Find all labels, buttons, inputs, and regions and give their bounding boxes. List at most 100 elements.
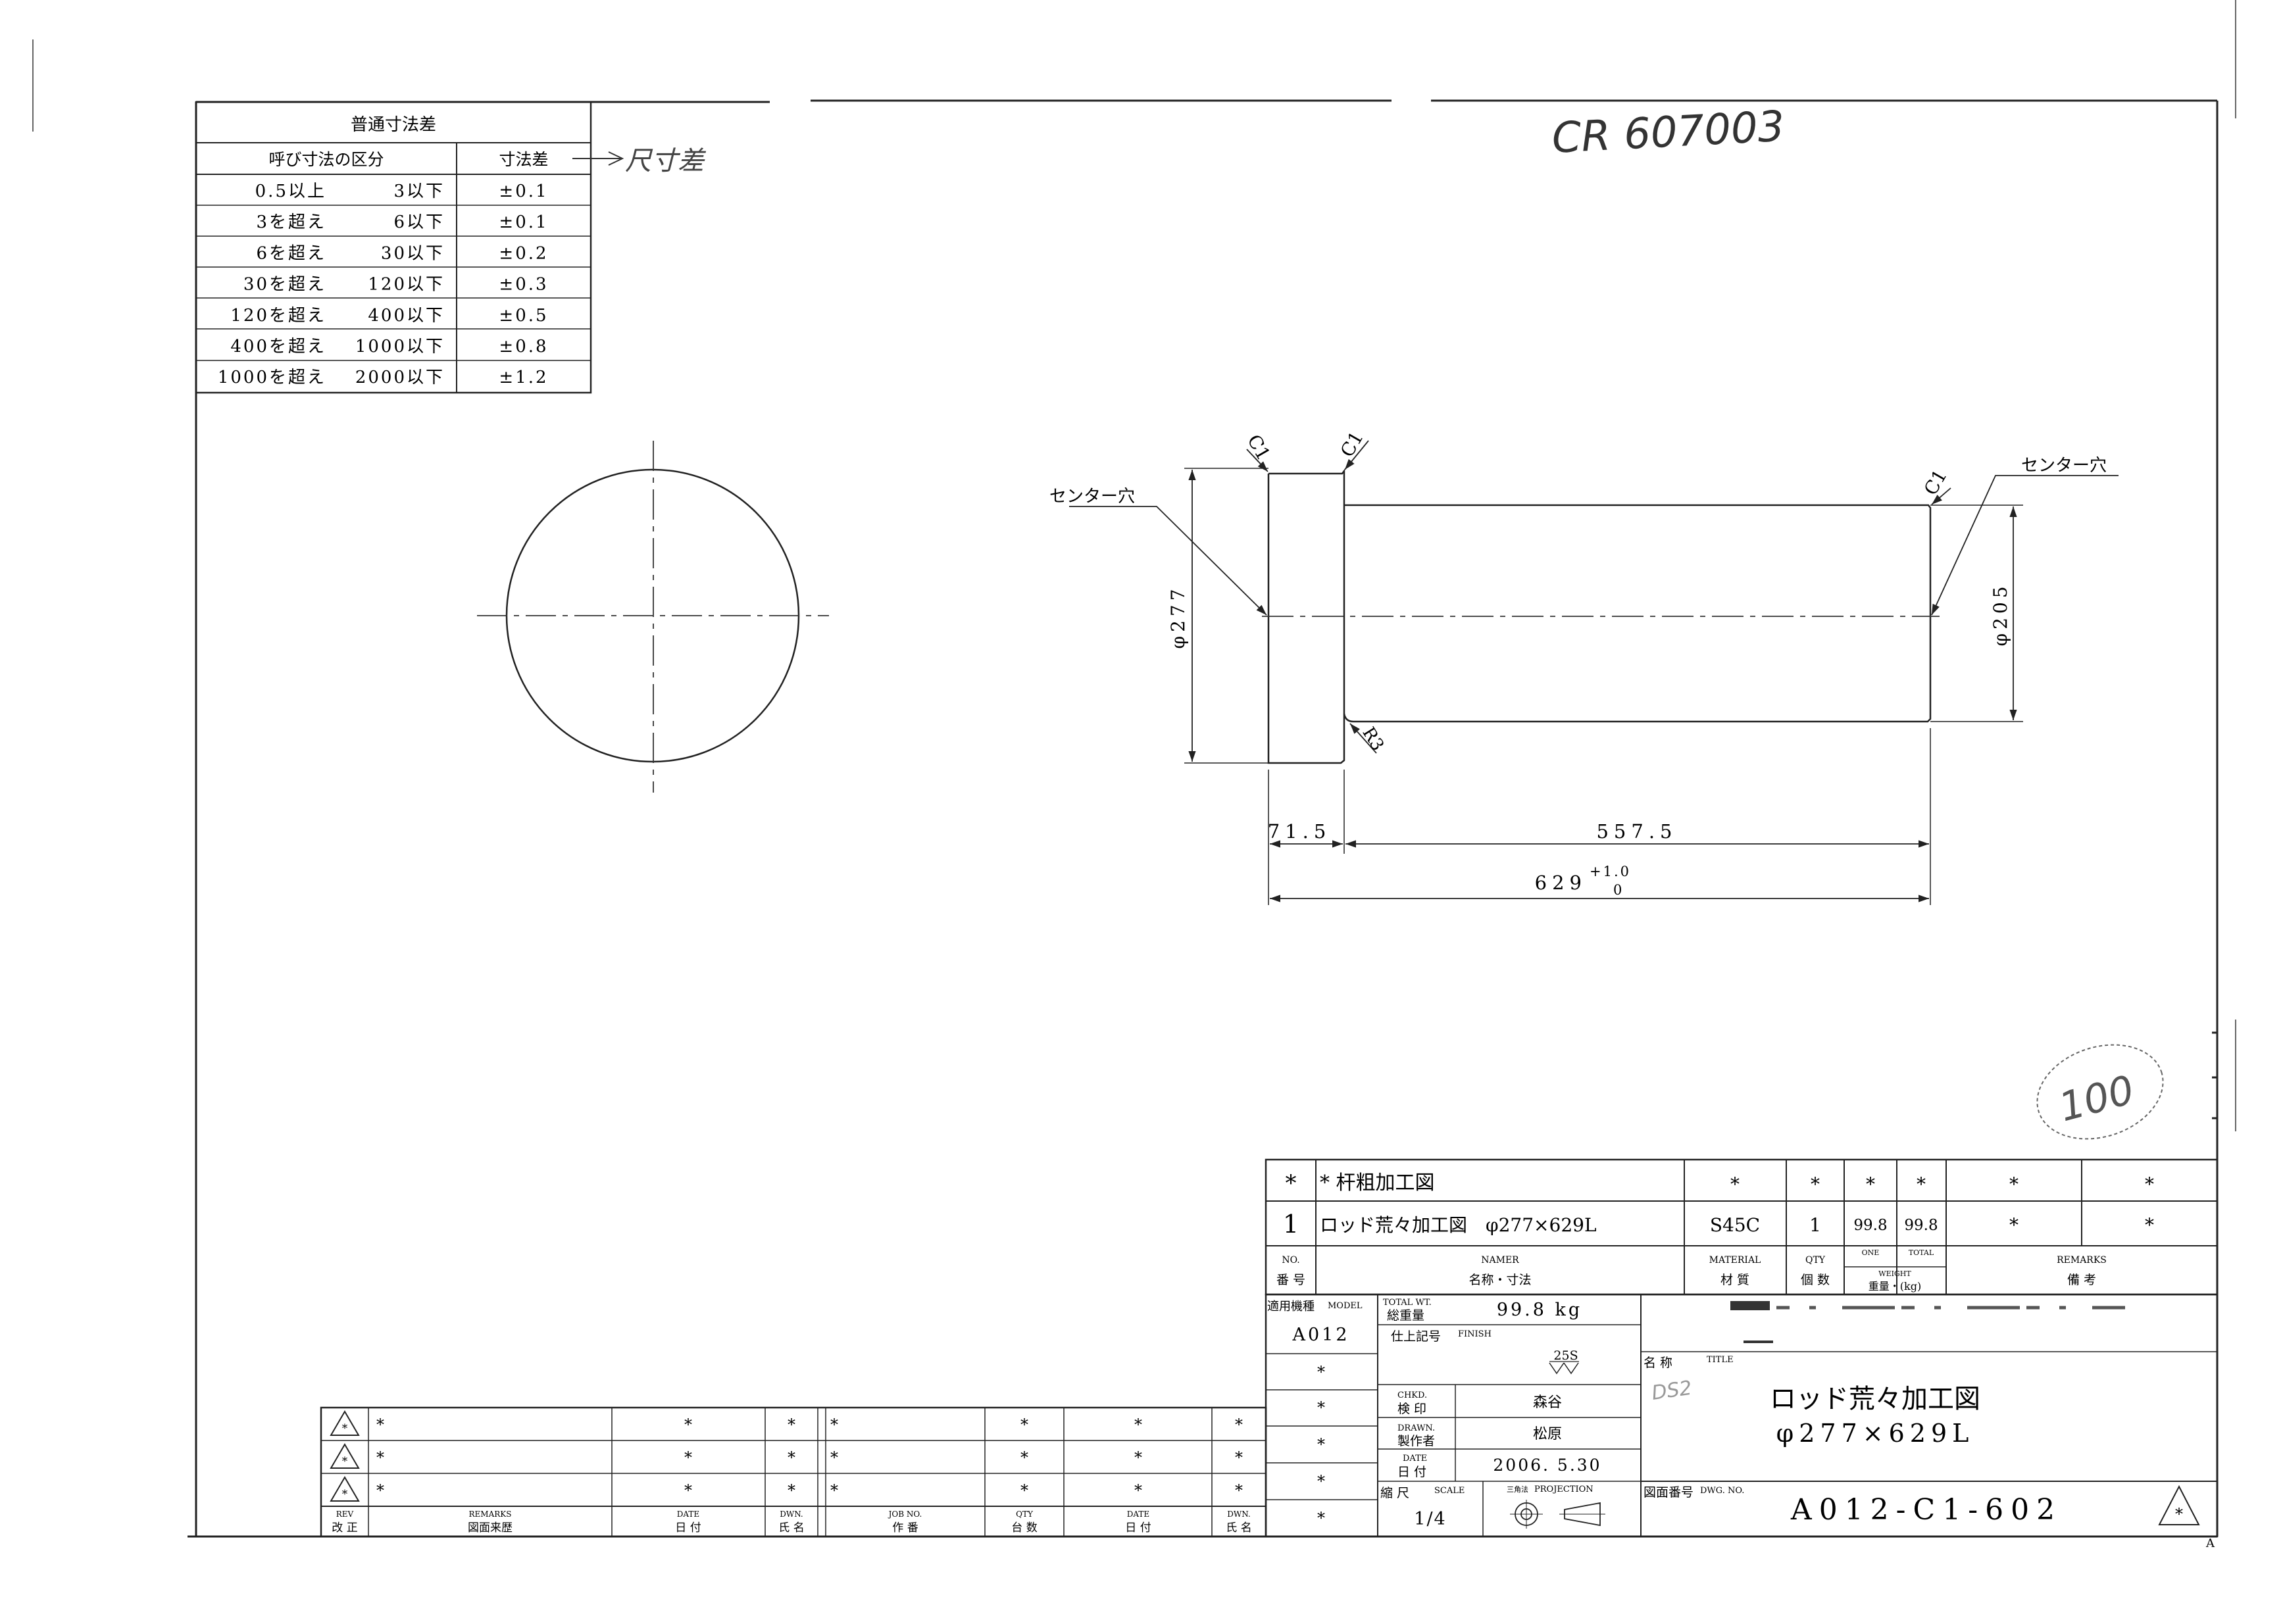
scale-en: SCALE bbox=[1434, 1486, 1465, 1496]
qty-header-en: QTY bbox=[1016, 1510, 1034, 1519]
total-wt-jp: 総重量 bbox=[1387, 1308, 1424, 1323]
label-tol-minus: 0 bbox=[1613, 882, 1622, 898]
revision-triangle-icon bbox=[330, 1410, 360, 1436]
label-c1-b: C1 bbox=[1336, 428, 1368, 460]
date2-header-jp: 日 付 bbox=[1125, 1521, 1151, 1535]
parts-row1-wt-one: * bbox=[1866, 1173, 1875, 1195]
handwritten-circle-value: 100 bbox=[2054, 1067, 2139, 1131]
company-logo bbox=[1730, 1301, 1770, 1310]
tolerance-row-tol: ±0.2 bbox=[499, 243, 548, 263]
model-cell-star-2: * bbox=[1317, 1398, 1325, 1417]
parts-row2-no: 1 bbox=[1283, 1210, 1299, 1239]
dwg-no-en: DWG. NO. bbox=[1700, 1486, 1744, 1496]
parts-row2-wt-one: 99.8 bbox=[1853, 1217, 1887, 1234]
scale-jp: 縮 尺 bbox=[1380, 1486, 1409, 1500]
revision-triangles: *** bbox=[330, 1410, 360, 1502]
model-cell-star-1: * bbox=[1317, 1363, 1325, 1381]
label-len-557-5: 557.5 bbox=[1596, 820, 1677, 843]
hdr-one: ONE bbox=[1862, 1248, 1880, 1257]
parts-row2-rem2: * bbox=[2145, 1214, 2154, 1236]
parts-row1-name: * 杆粗加工図 bbox=[1320, 1171, 1435, 1194]
revision-cell-date: * bbox=[684, 1448, 692, 1467]
model-value: A012 bbox=[1292, 1325, 1349, 1345]
proj-jp: 三角法 bbox=[1507, 1485, 1528, 1494]
parts-row2-rem1: * bbox=[2009, 1214, 2019, 1236]
job-header-en: JOB NO. bbox=[888, 1510, 922, 1519]
revision-block: *** ********************* REV 改 正 REMARK… bbox=[320, 1406, 1267, 1538]
remarks-header-en: REMARKS bbox=[469, 1510, 512, 1519]
revision-triangle-star: * bbox=[2175, 1505, 2183, 1523]
job-header-jp: 作 番 bbox=[892, 1521, 918, 1535]
revision-cell-date2: * bbox=[1134, 1448, 1142, 1467]
rev-header-jp: 改 正 bbox=[332, 1521, 357, 1535]
label-c1-c: C1 bbox=[1920, 466, 1951, 499]
leader-c1-a bbox=[1246, 449, 1268, 472]
label-len-629: 629 bbox=[1535, 872, 1587, 894]
hdr-name-jp: 名称・寸法 bbox=[1468, 1273, 1531, 1287]
corner-mark: A bbox=[2205, 1537, 2215, 1550]
label-r3: R3 bbox=[1358, 724, 1388, 754]
tolerance-row-from: 400を超え bbox=[230, 337, 326, 357]
revision-cell-date: * bbox=[684, 1481, 692, 1500]
tolerance-row-to: 400以下 bbox=[368, 306, 445, 326]
total-wt-value: 99.8 kg bbox=[1497, 1300, 1582, 1320]
side-view bbox=[1069, 440, 2119, 905]
revision-triangle-icon bbox=[2158, 1485, 2200, 1525]
hdr-no-en: NO. bbox=[1282, 1255, 1299, 1266]
tolerance-table-title: 普通寸法差 bbox=[351, 115, 436, 135]
revision-cell-dwn2: * bbox=[1235, 1448, 1243, 1467]
qty-header-jp: 台 数 bbox=[1011, 1521, 1037, 1535]
date-en: DATE bbox=[1403, 1454, 1427, 1464]
parts-list: * * 杆粗加工図 * * * * * * 1 ロッド荒々加工図 φ277×62… bbox=[1265, 1158, 2219, 1296]
model-cell-star-5: * bbox=[1317, 1509, 1325, 1527]
rev-header-en: REV bbox=[336, 1510, 354, 1519]
hdr-mat-jp: 材 質 bbox=[1720, 1273, 1749, 1287]
label-c1-a: C1 bbox=[1243, 431, 1274, 464]
drawn-jp: 製作者 bbox=[1397, 1434, 1435, 1448]
revision-cell-dwn: * bbox=[788, 1415, 795, 1434]
label-len-71-5: 71.5 bbox=[1268, 820, 1332, 843]
revision-cell-qty: * bbox=[1020, 1415, 1028, 1434]
drawing-title-line2: φ277×629L bbox=[1776, 1419, 1974, 1448]
title-block: 適用機種 MODEL A012 * * * * * TOTAL WT. 総重量 … bbox=[1265, 1293, 2219, 1538]
tolerance-row-from: 0.5以上 bbox=[255, 182, 326, 201]
leader-center-hole-left bbox=[1069, 506, 1267, 616]
leader-center-hole-right bbox=[1931, 475, 2119, 616]
parts-row1-qty: * bbox=[1811, 1173, 1820, 1195]
third-angle-projection-icon bbox=[1510, 1500, 1605, 1529]
handwritten-circle bbox=[2036, 1044, 2164, 1140]
finish-triangle-icon bbox=[1549, 1362, 1579, 1375]
date-jp: 日 付 bbox=[1397, 1465, 1426, 1479]
tolerance-row-tol: ±0.5 bbox=[499, 306, 548, 326]
tolerance-row-tol: ±1.2 bbox=[499, 368, 548, 387]
date-value: 2006. 5.30 bbox=[1493, 1456, 1601, 1475]
parts-row1-rem1: * bbox=[2009, 1173, 2019, 1195]
tolerance-row-to: 1000以下 bbox=[355, 337, 445, 357]
drawing-number: A012-C1-602 bbox=[1790, 1493, 2062, 1527]
tolerance-row-to: 3以下 bbox=[393, 182, 445, 201]
parts-row2-qty: 1 bbox=[1809, 1214, 1821, 1236]
tolerance-header-range: 呼び寸法の区分 bbox=[268, 150, 384, 169]
finish-jp: 仕上記号 bbox=[1391, 1329, 1441, 1344]
hdr-no-jp: 番 号 bbox=[1276, 1273, 1305, 1287]
tolerance-row-tol: ±0.3 bbox=[499, 275, 548, 295]
finish-en: FINISH bbox=[1458, 1329, 1492, 1339]
revision-cell-qty: * bbox=[1020, 1448, 1028, 1467]
tolerance-row-from: 30を超え bbox=[243, 275, 326, 295]
revision-cell-dwn: * bbox=[788, 1481, 795, 1500]
chkd-en: CHKD. bbox=[1397, 1390, 1427, 1400]
hdr-qty-en: QTY bbox=[1805, 1255, 1826, 1266]
tolerance-row-to: 2000以下 bbox=[355, 368, 445, 387]
date-header-jp: 日 付 bbox=[675, 1521, 701, 1535]
label-tol-plus: +1.0 bbox=[1590, 864, 1631, 879]
label-dia-277: φ277 bbox=[1167, 585, 1189, 649]
label-center-hole-left: センター穴 bbox=[1049, 487, 1135, 506]
scale-value: 1/4 bbox=[1414, 1509, 1446, 1529]
dwn-header-jp: 氏 名 bbox=[778, 1521, 804, 1535]
hdr-total: TOTAL bbox=[1909, 1248, 1934, 1257]
parts-row1-no: * bbox=[1286, 1170, 1297, 1196]
label-dia-205: φ205 bbox=[1990, 582, 2011, 646]
revision-triangle-star: * bbox=[342, 1455, 348, 1468]
